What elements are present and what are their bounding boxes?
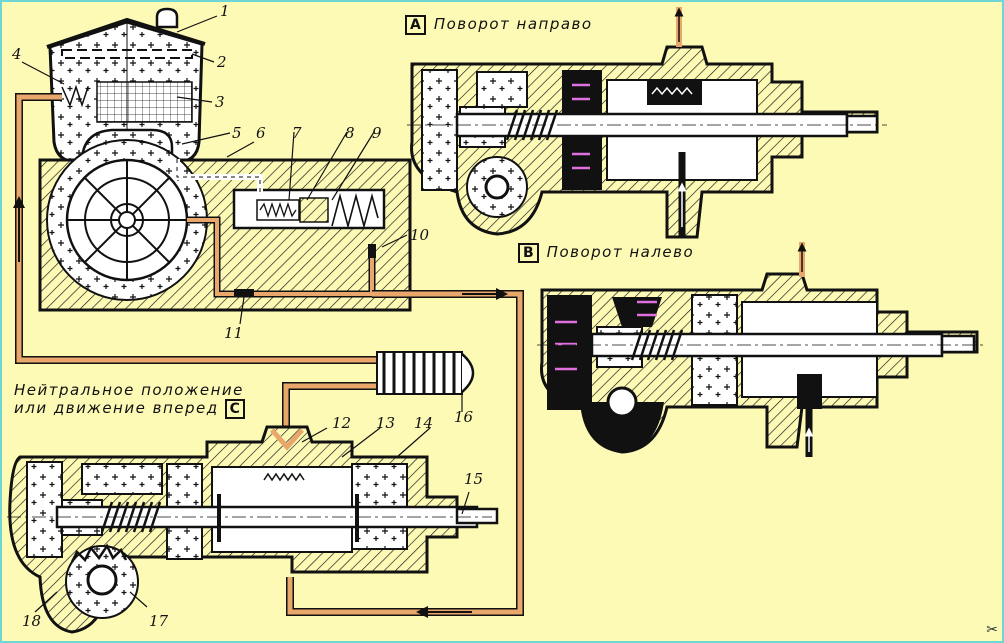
part-label-2: 2 (217, 53, 227, 71)
view-c-title-line2: или движение вперед (14, 398, 219, 417)
part-label-10: 10 (410, 226, 430, 244)
part-label-6: 6 (256, 124, 266, 142)
part-label-17: 17 (149, 612, 169, 630)
view-c-title-line1: Нейтральное положение (14, 381, 244, 399)
part-label-9: 9 (372, 124, 382, 142)
view-a-title: Поворот направо (433, 15, 593, 33)
part-label-4: 4 (12, 45, 22, 63)
part-label-13: 13 (376, 414, 396, 432)
part-label-12: 12 (332, 414, 352, 432)
part-label-1: 1 (220, 2, 230, 20)
view-a-badge: A (405, 15, 426, 35)
view-b-badge: B (518, 243, 539, 263)
part-label-14: 14 (414, 414, 434, 432)
view-c-caption: Нейтральное положение или движение впере… (14, 381, 245, 419)
oil-lines (13, 93, 524, 618)
part-label-3: 3 (215, 93, 225, 111)
oil-cooler (376, 351, 475, 395)
part-label-5: 5 (232, 124, 242, 142)
tools-icon: ✂ (986, 622, 998, 638)
part-label-11: 11 (224, 324, 244, 342)
part-label-7: 7 (292, 124, 302, 142)
steering-gear-left-turn (537, 242, 987, 457)
view-c-badge: C (224, 398, 245, 419)
part-label-15: 15 (464, 470, 484, 488)
view-a-caption: A Поворот направо (405, 15, 593, 35)
view-b-caption: B Поворот налево (518, 243, 694, 263)
part-label-8: 8 (345, 124, 355, 142)
steering-gear-neutral (7, 425, 499, 634)
part-label-16: 16 (454, 408, 474, 426)
reservoir (46, 7, 206, 164)
part-label-18: 18 (22, 612, 42, 630)
steering-gear-right-turn (407, 7, 887, 239)
leader-lines (21, 15, 470, 613)
view-b-title: Поворот налево (546, 243, 695, 261)
pump-body (38, 139, 412, 312)
